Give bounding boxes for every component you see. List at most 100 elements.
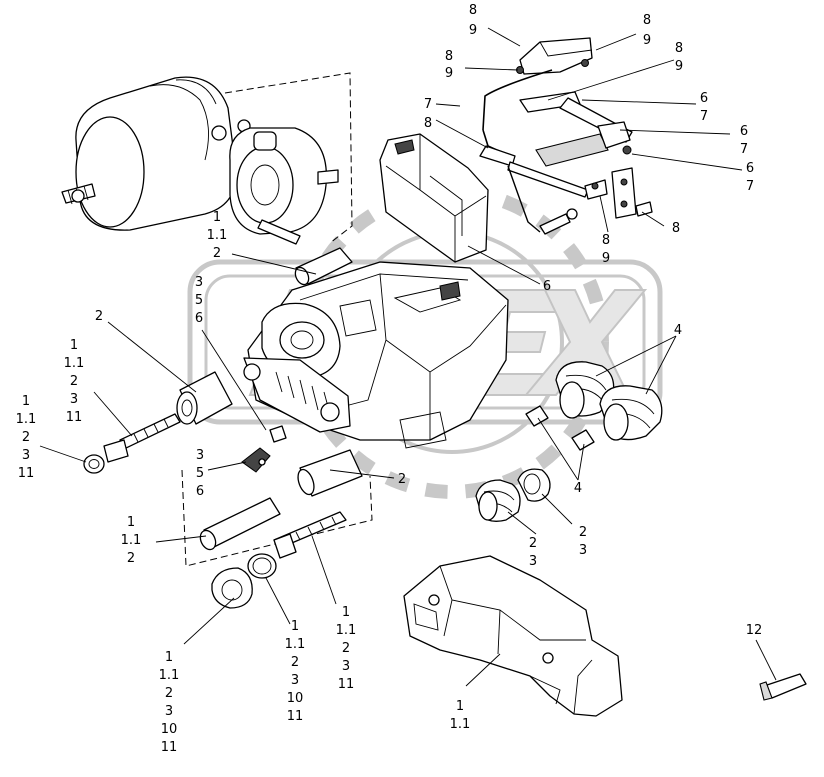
callout-number: 1 bbox=[291, 619, 299, 634]
callout-number: 3 bbox=[579, 543, 587, 558]
callout-number: 8 bbox=[672, 221, 680, 236]
callout-c-4-mid: 4 bbox=[574, 481, 582, 496]
callout-c-6: 6 bbox=[543, 279, 551, 294]
guide-sleeve-top bbox=[294, 247, 353, 286]
callout-number: 8 bbox=[469, 3, 477, 18]
callout-number: 1.1 bbox=[121, 533, 142, 548]
callout-c-8-left: 8 bbox=[424, 116, 432, 131]
callout-number: 1.1 bbox=[336, 623, 357, 638]
callout-number: 1 bbox=[70, 338, 78, 353]
callout-number: 11 bbox=[161, 740, 178, 755]
callout-c-bush-stack: 1 1.1 2 3 10 11 bbox=[285, 619, 306, 724]
callout-c-1-11-2-lower: 11.12 bbox=[121, 515, 142, 566]
callout-number: 1.1 bbox=[285, 637, 306, 652]
callout-c-1-11-2-3-11-bolt: 1 1.1 2 3 11 bbox=[336, 605, 357, 692]
callout-number: 2 bbox=[342, 641, 350, 656]
callout-number: 2 bbox=[70, 374, 78, 389]
callout-c-356-top: 3 5 6 bbox=[195, 275, 203, 326]
callout-number: 2 bbox=[398, 472, 406, 487]
bellows-lower bbox=[475, 468, 551, 522]
callout-c-67-c: 67 bbox=[746, 161, 754, 194]
callout-number: 2 bbox=[95, 309, 103, 324]
callout-number: 5 bbox=[195, 293, 203, 308]
callout-c-top-89-b: 89 bbox=[643, 13, 651, 48]
callout-number: 3 bbox=[165, 704, 173, 719]
callout-number: 4 bbox=[674, 323, 682, 338]
grease-tube bbox=[759, 673, 807, 701]
callout-c-carrier: 11.1 bbox=[450, 699, 471, 732]
callout-number: 6 bbox=[196, 484, 204, 499]
callout-c-7: 7 bbox=[424, 97, 432, 112]
callout-number: 2 bbox=[291, 655, 299, 670]
plain-bushes bbox=[525, 405, 595, 451]
callout-number: 10 bbox=[287, 691, 304, 706]
callout-c-8-right: 8 bbox=[672, 221, 680, 236]
callout-c-89-lower: 89 bbox=[602, 233, 610, 266]
callout-number: 11 bbox=[338, 677, 355, 692]
callout-number: 3 bbox=[342, 659, 350, 674]
callout-number: 8 bbox=[424, 116, 432, 131]
callout-number: 8 bbox=[602, 233, 610, 248]
callout-number: 1 bbox=[127, 515, 135, 530]
callout-number: 6 bbox=[195, 311, 203, 326]
callout-number: 7 bbox=[746, 179, 754, 194]
callout-c-67-b: 67 bbox=[740, 124, 748, 157]
lower-guide-group bbox=[181, 449, 373, 567]
callout-number: 11 bbox=[287, 709, 304, 724]
callout-number: 10 bbox=[161, 722, 178, 737]
cap-clip bbox=[241, 447, 271, 473]
callout-number: 8 bbox=[643, 13, 651, 28]
callout-number: 1 bbox=[165, 650, 173, 665]
callout-number: 7 bbox=[740, 142, 748, 157]
plug-small bbox=[269, 425, 287, 443]
callout-c-top-89-a: 89 bbox=[469, 3, 477, 38]
callout-number: 6 bbox=[543, 279, 551, 294]
callout-number: 11 bbox=[66, 410, 83, 425]
callout-number: 2 bbox=[579, 525, 587, 540]
callout-number: 3 bbox=[196, 448, 204, 463]
callout-c-2-mid: 2 bbox=[398, 472, 406, 487]
callout-number: 12 bbox=[746, 623, 763, 638]
bush-cap bbox=[211, 567, 253, 609]
guide-bush-left bbox=[176, 371, 233, 425]
callout-c-12: 12 bbox=[746, 623, 763, 638]
caliper-housing bbox=[243, 261, 509, 449]
callout-c-67-a: 67 bbox=[700, 91, 708, 124]
caliper-carrier bbox=[403, 555, 623, 717]
callout-number: 9 bbox=[602, 251, 610, 266]
callout-number: 2 bbox=[529, 536, 537, 551]
callout-number: 6 bbox=[740, 124, 748, 139]
callout-number: 5 bbox=[196, 466, 204, 481]
callout-c-ring-stack: 1 1.1 2 3 10 11 bbox=[159, 650, 180, 755]
callout-number: 1 bbox=[22, 394, 30, 409]
callout-number: 2 bbox=[22, 430, 30, 445]
callout-number: 11 bbox=[18, 466, 35, 481]
callout-labels: 8989898978676767889611.12356211.1231111.… bbox=[16, 3, 763, 755]
callout-number: 3 bbox=[195, 275, 203, 290]
callout-number: 6 bbox=[700, 91, 708, 106]
seal-ring bbox=[247, 553, 277, 579]
callout-c-top-89-c: 89 bbox=[445, 49, 453, 81]
callout-number: 1 bbox=[456, 699, 464, 714]
callout-c-23-a: 23 bbox=[529, 536, 537, 569]
callout-c-23-b: 23 bbox=[579, 525, 587, 558]
callout-number: 9 bbox=[469, 23, 477, 38]
callout-number: 1 bbox=[342, 605, 350, 620]
callout-number: 8 bbox=[445, 49, 453, 64]
callout-number: 1 bbox=[213, 210, 221, 225]
callout-number: 1.1 bbox=[450, 717, 471, 732]
callout-c-356-mid: 3 5 6 bbox=[196, 448, 204, 499]
callout-number: 9 bbox=[445, 66, 453, 81]
callout-number: 2 bbox=[165, 686, 173, 701]
callout-number: 8 bbox=[675, 41, 683, 56]
callout-number: 3 bbox=[22, 448, 30, 463]
callout-number: 7 bbox=[700, 109, 708, 124]
callout-number: 2 bbox=[127, 551, 135, 566]
callout-number: 1.1 bbox=[159, 668, 180, 683]
callout-c-4-top: 4 bbox=[674, 323, 682, 338]
callout-number: 3 bbox=[291, 673, 299, 688]
callout-number: 6 bbox=[746, 161, 754, 176]
